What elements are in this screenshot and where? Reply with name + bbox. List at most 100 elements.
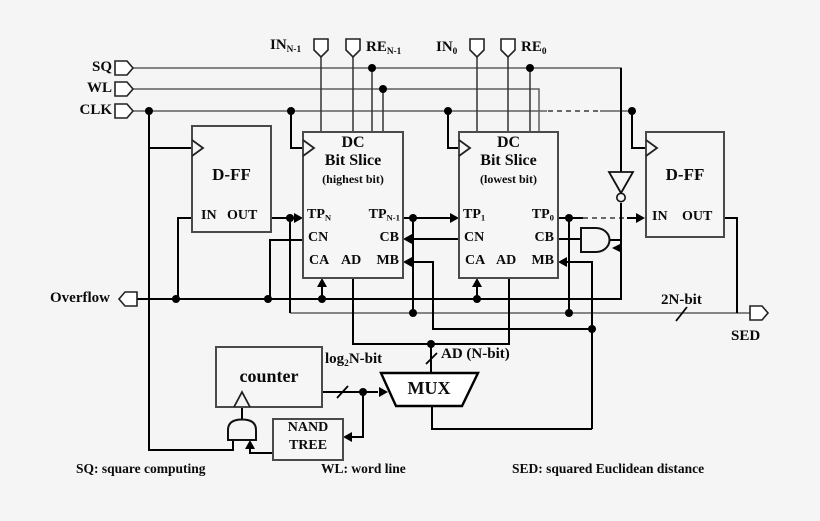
dc-low-cn-port: CN [464,230,485,245]
dc-high-tp-out-port: TPN-1 [368,207,400,223]
ad-bus-label: AD (N-bit) [441,346,510,362]
clk-dff-right-stub [631,111,646,149]
sq-input-label: SQ [91,59,112,75]
in-low-label: IN0 [436,39,458,57]
dff-right-in-port: IN [652,209,668,224]
cn-high-wire [269,239,303,299]
mb-high-wire [408,261,592,330]
dff-left-clock-wedge [191,139,205,157]
arrow-into-dff-right-in [636,213,645,223]
ad-wire [352,278,510,345]
dff-left-in-port: IN [201,208,217,223]
re-high-label: REN-1 [366,39,402,57]
mux-title: MUX [407,378,451,398]
log2-bus-label: log2N-bit [325,351,383,369]
dc-high-block [302,131,404,279]
dc-low-ca-port: CA [465,253,486,268]
overflow-pin-icon [117,291,138,307]
top-input-drops [320,57,531,132]
dc-high-tp-in-port: TPN [307,207,332,223]
and-gate-icon [580,227,611,253]
clk-dc-high-stub [290,111,303,149]
legend-sed: SED: squared Euclidean distance [512,461,705,476]
arrow-into-mux [379,387,388,397]
counter-to-nand-wire [349,392,364,438]
dc-high-mb-port: MB [376,253,399,268]
dff-left-in-wire [177,217,192,299]
dc-low-ad-port: AD [496,253,517,268]
counter-clock-triangle [233,390,251,408]
arrow-into-nand [343,432,352,442]
io-pins [114,38,770,321]
arrowheads [245,213,645,449]
dff-right-title: D-FF [665,165,705,184]
dc-low-title-2: Bit Slice [480,152,537,169]
mux-out-wire [431,406,592,430]
mb-low-wire [563,261,593,429]
legend-wl: WL: word line [321,461,406,476]
clk-pin-icon [114,103,135,119]
dashed-crossings [548,110,627,219]
arrow-into-and-gate [612,244,620,252]
dff-right-out-port: OUT [682,209,713,224]
clock-wedges [191,139,659,408]
signal-wires [137,68,738,454]
clk-input-label: CLK [79,102,112,118]
bus-width-slashes [336,306,688,399]
dc-low-title-3: (lowest bit) [480,172,537,186]
arrow-into-clock-gate [245,440,255,449]
wl-pin-icon [114,81,135,97]
dc-high-title-3: (highest bit) [322,172,384,186]
junction-dots [145,64,636,396]
log2-bus-slash [336,385,349,399]
dff-right-out-wire [724,217,738,313]
clk-to-gate-wire [148,111,234,451]
dff-left-block [191,125,272,233]
nand-tree-block [272,418,344,461]
counter-title: counter [239,366,299,386]
dc-high-title-1: DC [341,134,365,151]
dff-left-title: D-FF [212,165,251,184]
in-low-pin-icon [469,38,485,59]
dff-right-block [645,131,725,238]
re-low-label: RE0 [521,39,547,57]
clk-dc-low-stub [447,111,459,149]
arrow-into-tp1 [450,213,459,223]
wl-wire [133,88,540,132]
2n-bus-slash [675,306,688,322]
nand-tree-line1: NAND [287,420,329,435]
arrow-into-cb-high [403,234,412,244]
dc-high-title-2: Bit Slice [324,152,382,169]
dff-left-out-port: OUT [227,208,258,223]
dc-high-cn-port: CN [308,230,329,245]
dc-low-tp-in-port: TP1 [463,207,486,223]
arrow-into-mb-low [558,257,567,267]
counter-block [215,346,323,408]
arrow-into-mb-high [403,257,412,267]
dc-low-mb-port: MB [531,253,554,268]
dc-low-clock-wedge [458,139,472,157]
dff-right-clock-wedge [645,139,659,157]
arrow-into-ca-low [472,278,482,287]
wl-input-label: WL [86,80,112,96]
dc-high-ad-port: AD [341,253,362,268]
sq-pin-icon [114,60,135,76]
arrow-into-ca-high [317,278,327,287]
clock-and-gate-icon [227,418,257,441]
in-high-label: INN-1 [270,37,302,55]
nand-tree-line2: TREE [288,438,328,453]
mux-shape [379,371,480,408]
dc-low-block [458,131,559,279]
dc-high-cb-port: CB [379,230,399,245]
2n-bit-bus-label: 2N-bit [661,292,702,308]
overflow-wire [137,203,622,300]
dc-high-ca-port: CA [309,253,330,268]
dc-high-clock-wedge [302,139,316,157]
dc-low-title-1: DC [496,134,521,151]
arrow-into-tpn [294,213,303,223]
re-low-pin-icon [500,38,516,59]
sed-pin-icon [749,305,770,321]
dc-low-tp-out-port: TP0 [531,207,554,223]
